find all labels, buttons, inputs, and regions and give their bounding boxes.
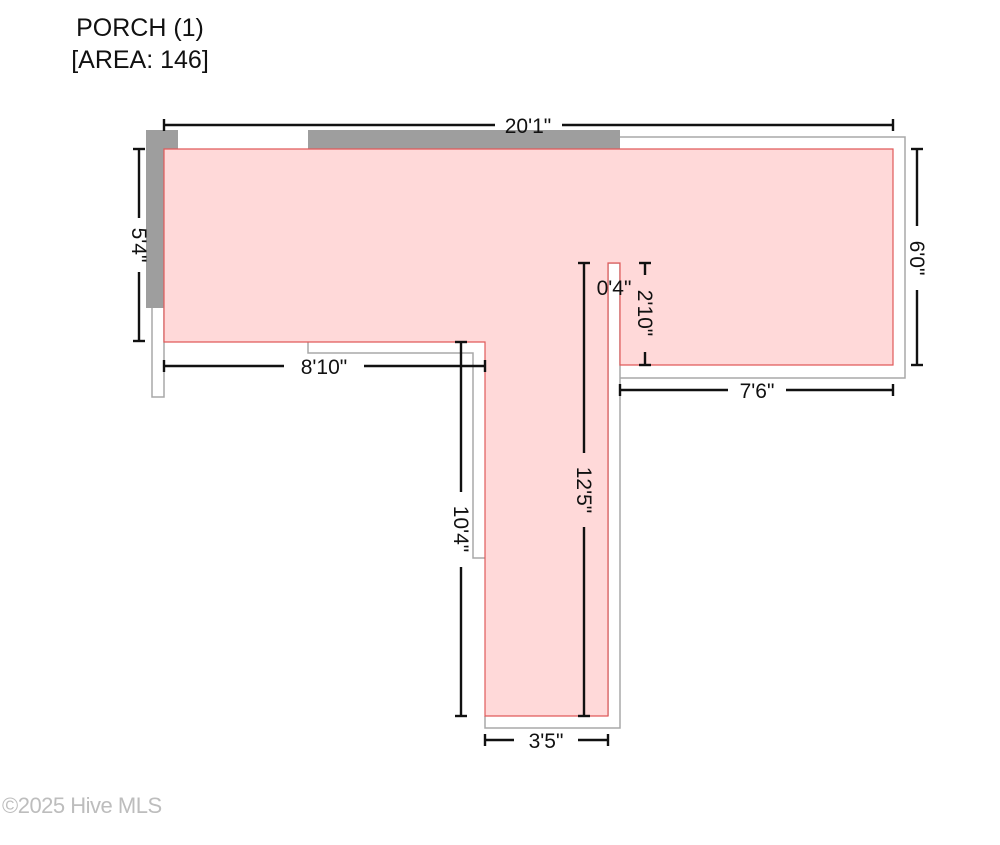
dim-label-left: 5'4" bbox=[127, 228, 150, 263]
outline-under-left-wing bbox=[307, 342, 485, 559]
wall-segment-top-left bbox=[146, 130, 178, 149]
dimension-lines bbox=[133, 119, 923, 746]
room-label: PORCH (1) [AREA: 146] bbox=[50, 12, 230, 76]
watermark: ©2025 Hive MLS bbox=[2, 793, 162, 818]
outline-left-stub bbox=[151, 308, 165, 398]
outline-notch-post bbox=[607, 262, 621, 716]
porch-floor bbox=[163, 148, 894, 717]
dim-label-right-lower: 7'6" bbox=[740, 380, 775, 403]
outline-stem-right bbox=[484, 378, 621, 729]
dim-label-notch-depth: 2'10" bbox=[633, 290, 656, 337]
wall-segment-top-center bbox=[308, 130, 620, 149]
room-area: [AREA: 146] bbox=[71, 46, 209, 74]
dim-label-top: 20'1" bbox=[505, 115, 552, 138]
dim-label-stem-left: 10'4" bbox=[449, 506, 472, 553]
dim-label-right: 6'0" bbox=[905, 241, 928, 276]
dim-label-stem-width: 3'5" bbox=[529, 730, 564, 753]
dim-label-stem-inner: 12'5" bbox=[572, 467, 595, 514]
room-name: PORCH (1) bbox=[76, 14, 204, 42]
dim-label-notch-gap: 0'4" bbox=[597, 277, 632, 300]
outline-right-wing bbox=[620, 136, 906, 379]
wall-segment-left bbox=[146, 130, 164, 308]
dim-label-left-lower: 8'10" bbox=[301, 356, 348, 379]
